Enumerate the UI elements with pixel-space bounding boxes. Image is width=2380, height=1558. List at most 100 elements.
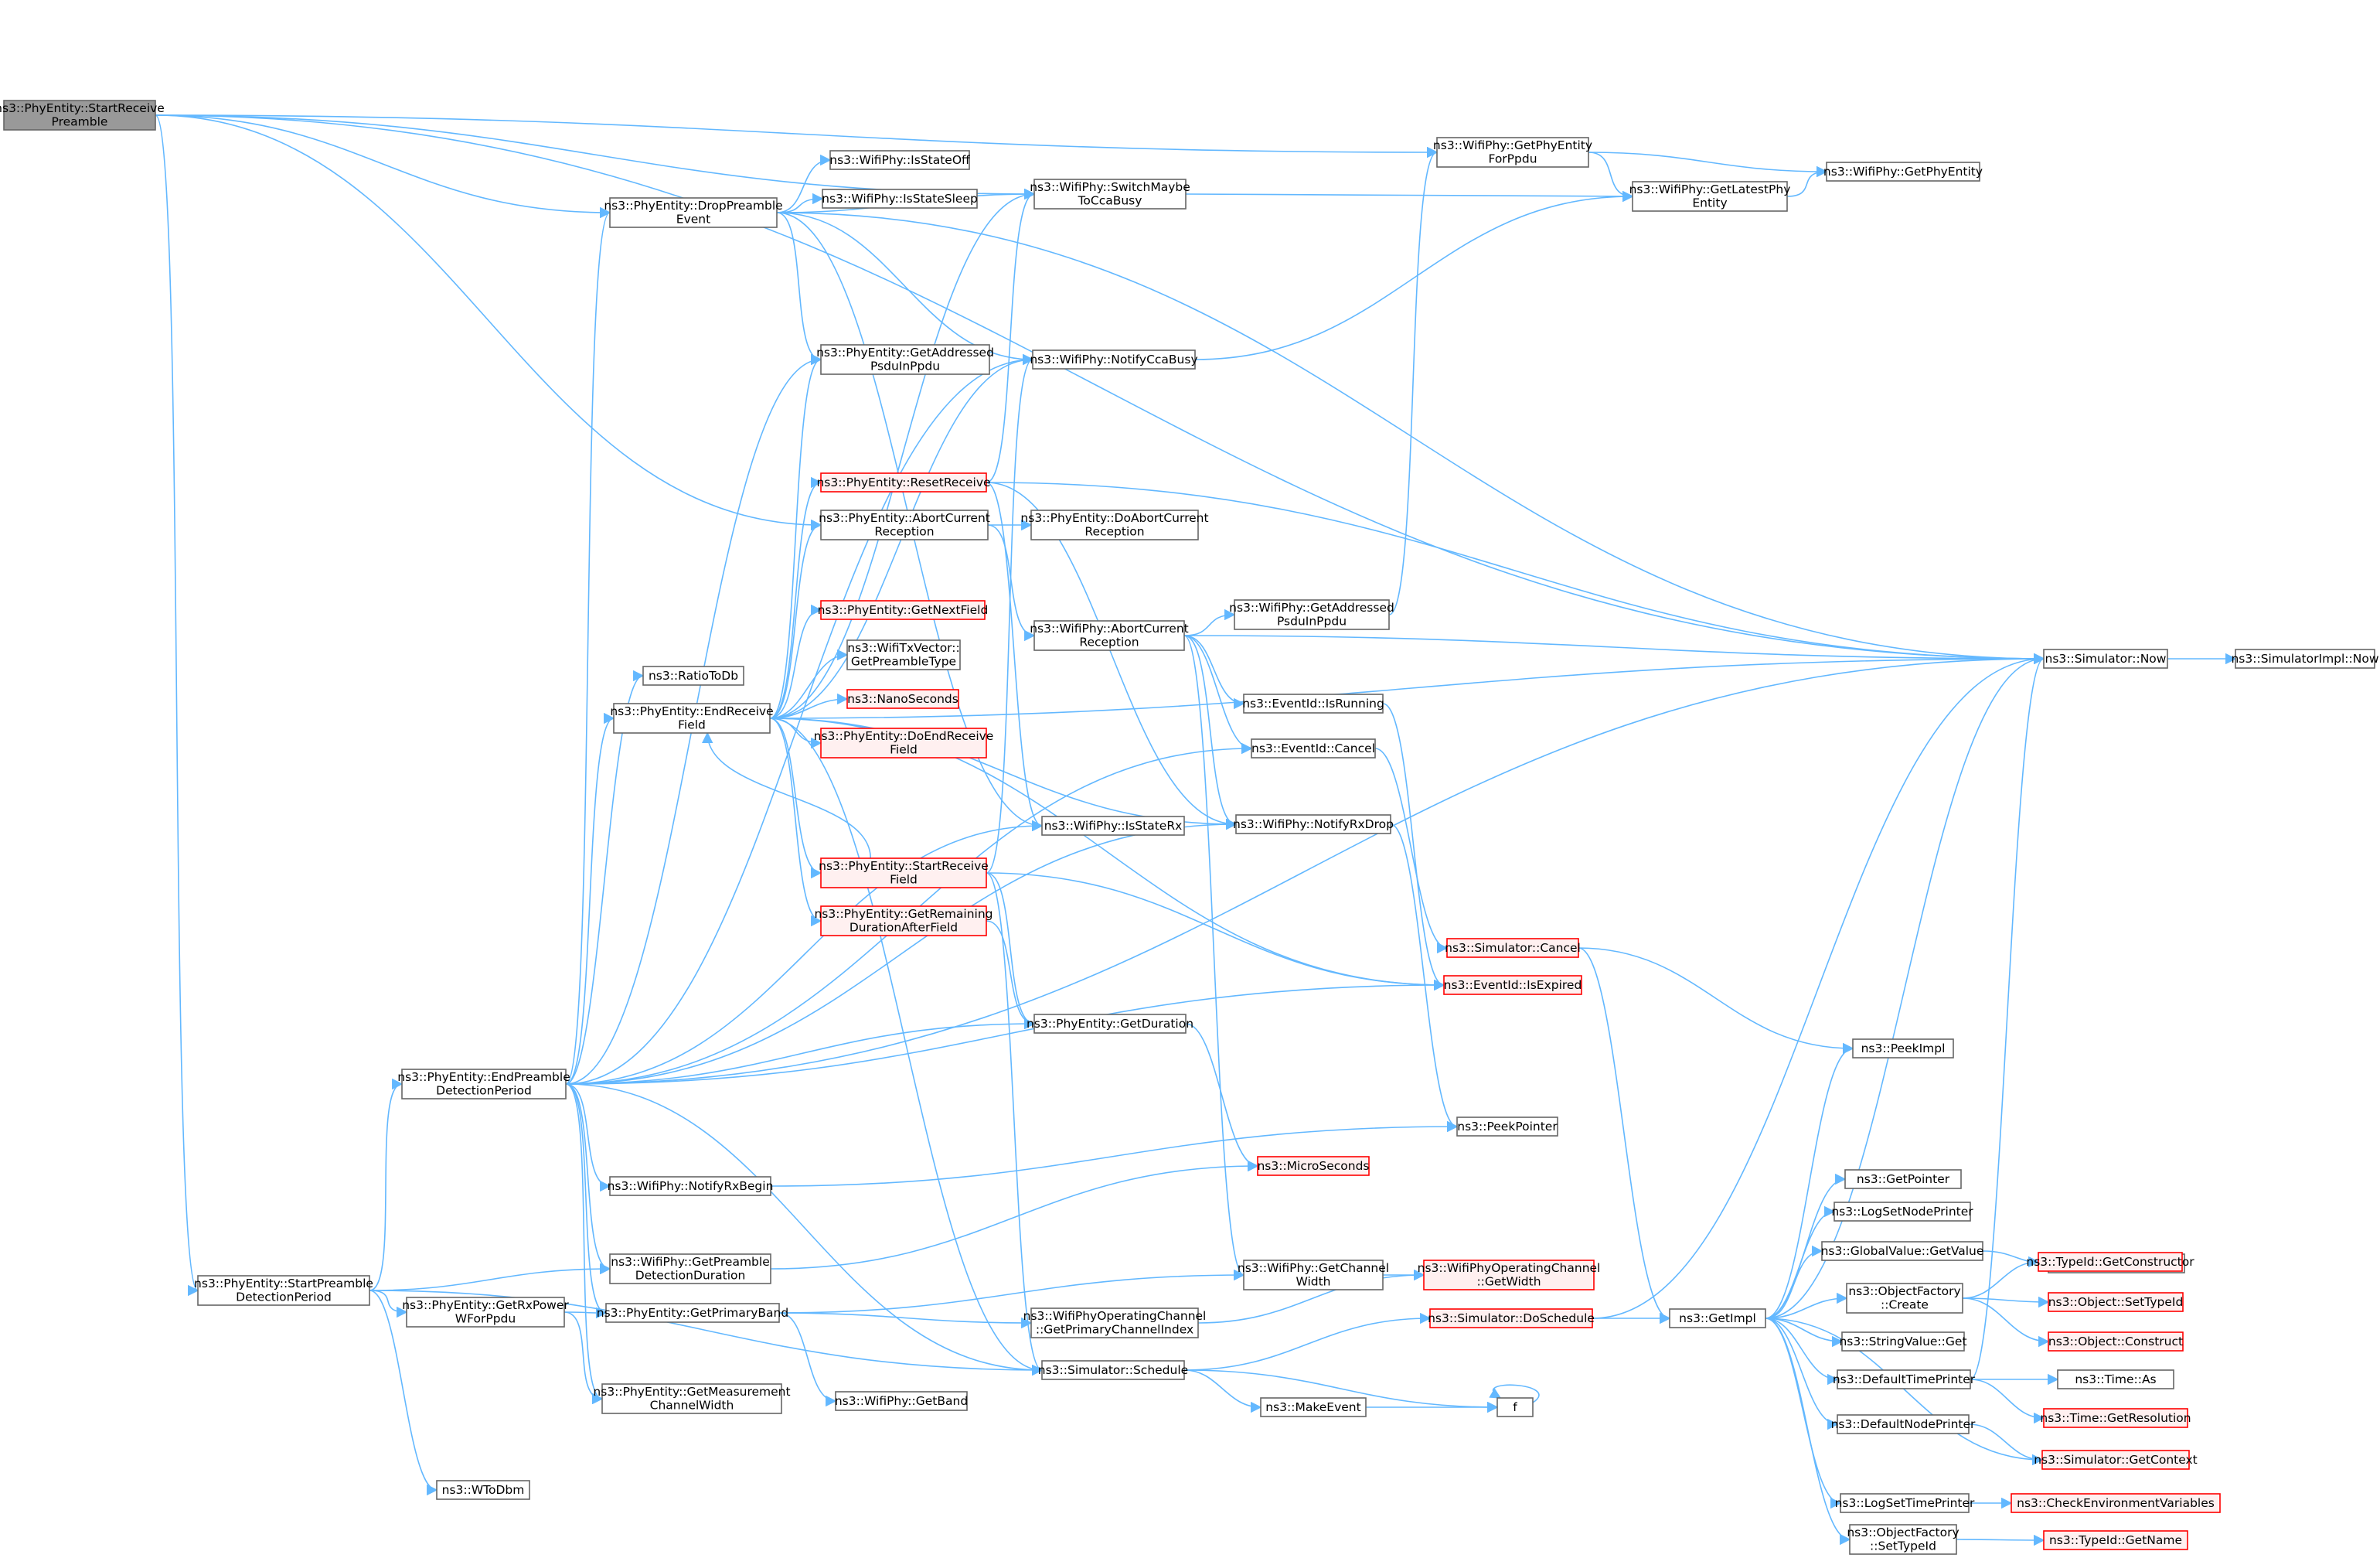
node-ns3-object-settypeid[interactable]: ns3::Object::SetTypeId: [2048, 1292, 2184, 1312]
node-ns3-getimpl[interactable]: ns3::GetImpl: [1669, 1308, 1766, 1328]
edge-ns3-simulator-schedule-to-ns3-simulator-doschedule: [1183, 1312, 1432, 1371]
node-ns3-wifiphy-isstaterx[interactable]: ns3::WifiPhy::IsStateRx: [1041, 816, 1185, 836]
node-label: WForPpdu: [455, 1312, 516, 1326]
edge-line: [1388, 146, 1439, 615]
node-ns3-ratiotodb[interactable]: ns3::RatioToDb: [642, 666, 744, 686]
node-ns3-wifiphy-notifyrxbegin[interactable]: ns3::WifiPhy::NotifyRxBegin: [608, 1176, 774, 1196]
node-ns3-microseconds[interactable]: ns3::MicroSeconds: [1257, 1156, 1370, 1176]
node-ns3-wifiphy-getpreamble-detectionduration[interactable]: ns3::WifiPhy::GetPreambleDetectionDurati…: [609, 1253, 771, 1284]
edge-ns3-wifiphy-notifyccabusy-to-ns3-wifiphy-getlatestphy-entity: [1194, 190, 1634, 360]
node-ns3-wifiphy-notifyccabusy[interactable]: ns3::WifiPhy::NotifyCcaBusy: [1030, 349, 1198, 370]
node-ns3-simulator-schedule[interactable]: ns3::Simulator::Schedule: [1038, 1360, 1188, 1380]
edge-line: [1183, 635, 1253, 755]
node-f[interactable]: f: [1496, 1397, 1534, 1417]
node-label: Field: [890, 873, 918, 887]
node-label: f: [1513, 1400, 1517, 1414]
node-box: [642, 666, 744, 686]
node-box: [1235, 814, 1391, 834]
edge-line: [776, 212, 822, 366]
node-ns3-defaulttimeprinter[interactable]: ns3::DefaultTimePrinter: [1833, 1369, 1976, 1389]
node-ns3-defaultnodeprinter[interactable]: ns3::DefaultNodePrinter: [1831, 1414, 1976, 1434]
node-box: [2043, 649, 2168, 669]
node-ns3-eventid-cancel[interactable]: ns3::EventId::Cancel: [1251, 738, 1376, 759]
node-ns3-wtodbm[interactable]: ns3::WToDbm: [436, 1480, 530, 1500]
node-ns3-typeid-getconstructor[interactable]: ns3::TypeId::GetConstructor: [2026, 1252, 2194, 1272]
node-ns3-object-construct[interactable]: ns3::Object::Construct: [2048, 1331, 2184, 1352]
node-ns3-wifiphy-getphyentity[interactable]: ns3::WifiPhy::GetPhyEntity: [1823, 162, 1983, 182]
node-ns3-eventid-isexpired[interactable]: ns3::EventId::IsExpired: [1443, 975, 1582, 995]
node-ns3-wifiphy-notifyrxdrop[interactable]: ns3::WifiPhy::NotifyRxDrop: [1233, 814, 1394, 834]
node-box: [2011, 1493, 2221, 1513]
edge-line: [369, 1290, 408, 1318]
edge-line: [1183, 635, 1245, 1280]
node-ns3-wifiphyoperatingchannel-getprimarychannelindex[interactable]: ns3::WifiPhyOperatingChannel::GetPrimary…: [1023, 1307, 1207, 1338]
edge-line: [155, 114, 611, 219]
node-ns3-simulatorimpl-now[interactable]: ns3::SimulatorImpl::Now: [2231, 649, 2379, 669]
node-ns3-typeid-getname[interactable]: ns3::TypeId::GetName: [2043, 1530, 2188, 1550]
node-ns3-phyentity-resetreceive[interactable]: ns3::PhyEntity::ResetReceive: [816, 472, 991, 493]
node-label: DetectionPeriod: [236, 1290, 332, 1304]
node-label: ns3::GetPointer: [1857, 1172, 1950, 1186]
node-ns3-simulator-now[interactable]: ns3::Simulator::Now: [2043, 649, 2168, 669]
node-label: ns3::NanoSeconds: [847, 692, 958, 706]
node-ns3-objectfactory-settypeid[interactable]: ns3::ObjectFactory::SetTypeId: [1847, 1524, 1959, 1555]
node-ns3-phyentity-getremaining-durationafterfield[interactable]: ns3::PhyEntity::GetRemainingDurationAfte…: [814, 905, 993, 936]
node-ns3-wifiphy-getband[interactable]: ns3::WifiPhy::GetBand: [835, 1391, 968, 1411]
edge-line: [769, 718, 1044, 1376]
node-ns3-getpointer[interactable]: ns3::GetPointer: [1844, 1169, 1962, 1189]
node-label: PsduInPpdu: [870, 360, 940, 373]
edge-line: [770, 1120, 1459, 1187]
edge-line: [565, 1083, 1044, 1376]
node-ns3-peekpointer[interactable]: ns3::PeekPointer: [1456, 1117, 1558, 1137]
node-ns3-simulator-cancel[interactable]: ns3::Simulator::Cancel: [1445, 938, 1581, 958]
node-ns3-checkenvironmentvariables[interactable]: ns3::CheckEnvironmentVariables: [2011, 1493, 2221, 1513]
edge-line: [1765, 1318, 1839, 1430]
node-ns3-wifiphyoperatingchannel-getwidth[interactable]: ns3::WifiPhyOperatingChannel::GetWidth: [1418, 1260, 1601, 1290]
node-ns3-phyentity-getnextfield[interactable]: ns3::PhyEntity::GetNextField: [818, 600, 989, 620]
node-ns3-time-as[interactable]: ns3::Time::As: [2057, 1369, 2174, 1389]
node-label: ns3::WifiPhy::GetLatestPhy: [1629, 182, 1791, 196]
node-ns3-phyentity-startpreamble-detectionperiod[interactable]: ns3::PhyEntity::StartPreambleDetectionPe…: [194, 1275, 373, 1306]
node-ns3-wifitxvector-getpreambletype[interactable]: ns3::WifiTxVector::GetPreambleType: [846, 639, 961, 670]
node-ns3-nanoseconds[interactable]: ns3::NanoSeconds: [846, 689, 959, 709]
node-ns3-wifiphy-isstateoff[interactable]: ns3::WifiPhy::IsStateOff: [829, 150, 970, 170]
node-ns3-logsettimeprinter[interactable]: ns3::LogSetTimePrinter: [1835, 1493, 1975, 1513]
node-ns3-logsetnodeprinter[interactable]: ns3::LogSetNodePrinter: [1831, 1202, 1973, 1222]
node-ns3-objectfactory-create[interactable]: ns3::ObjectFactory::Create: [1846, 1283, 1963, 1314]
node-ns3-peekimpl[interactable]: ns3::PeekImpl: [1852, 1038, 1954, 1059]
node-ns3-phyentity-getprimaryband[interactable]: ns3::PhyEntity::GetPrimaryBand: [597, 1303, 788, 1323]
node-label: ns3::WifiPhy::NotifyRxDrop: [1233, 817, 1394, 831]
node-ns3-phyentity-getmeasurement-channelwidth[interactable]: ns3::PhyEntity::GetMeasurementChannelWid…: [593, 1383, 791, 1414]
node-ns3-stringvalue-get[interactable]: ns3::StringValue::Get: [1839, 1331, 1967, 1352]
node-ns3-simulator-getcontext[interactable]: ns3::Simulator::GetContext: [2034, 1450, 2198, 1470]
node-ns3-makeevent[interactable]: ns3::MakeEvent: [1260, 1397, 1367, 1417]
node-ns3-simulator-doschedule[interactable]: ns3::Simulator::DoSchedule: [1428, 1308, 1595, 1328]
edge-ns3-defaultnodeprinter-to-ns3-simulator-getcontext: [1968, 1423, 2044, 1466]
node-label: PsduInPpdu: [1277, 615, 1347, 629]
edge-ns3-phyentity-endpreamble-detectionperiod-to-ns3-wifiphy-notifyccabusy: [565, 353, 1034, 1085]
node-ns3-phyentity-endpreamble-detectionperiod[interactable]: ns3::PhyEntity::EndPreambleDetectionPeri…: [397, 1069, 570, 1099]
node-box: [1632, 181, 1788, 212]
edge-ns3-getimpl-to-ns3-objectfactory-create: [1765, 1292, 1848, 1319]
node-ns3-wifiphy-isstatesleep[interactable]: ns3::WifiPhy::IsStateSleep: [822, 189, 978, 209]
node-ns3-phyentity-getduration[interactable]: ns3::PhyEntity::GetDuration: [1027, 1014, 1193, 1034]
node-ns3-eventid-isrunning[interactable]: ns3::EventId::IsRunning: [1242, 694, 1384, 714]
node-ns3-globalvalue-getvalue[interactable]: ns3::GlobalValue::GetValue: [1821, 1241, 1984, 1261]
node-ns3-time-getresolution[interactable]: ns3::Time::GetResolution: [2040, 1408, 2191, 1428]
node-label: ns3::PeekImpl: [1861, 1042, 1946, 1055]
